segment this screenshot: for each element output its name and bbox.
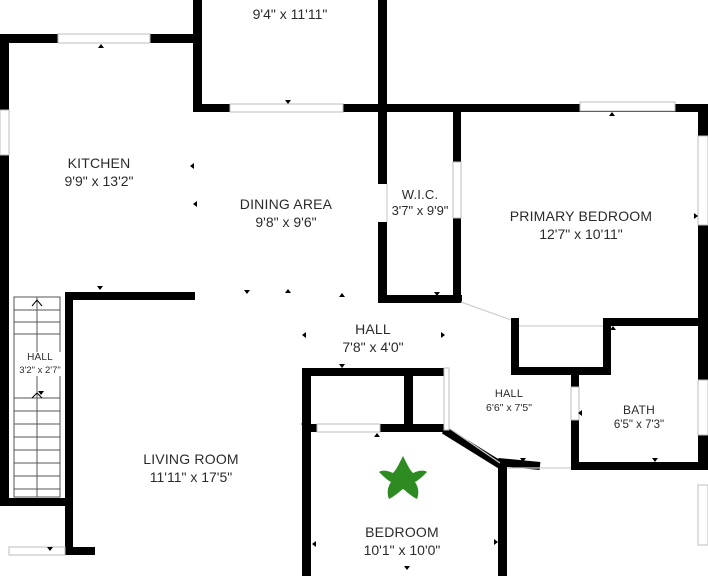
room-name: PRIMARY BEDROOM (509, 208, 653, 224)
room-name: HALL (27, 352, 53, 363)
room-dimensions: 6'6" x 7'5" (486, 401, 532, 414)
room-label-kitchen: KITCHEN 9'9" x 13'2" (65, 155, 134, 190)
room-name: HALL (494, 388, 524, 400)
room-label-living-room: LIVING ROOM 11'11" x 17'5" (143, 451, 239, 486)
room-dimensions: 6'5" x 7'3" (613, 419, 665, 431)
room-dimensions: 10'1" x 10'0" (363, 541, 441, 558)
dimension-markers (38, 44, 698, 570)
room-label-bedroom: BEDROOM 10'1" x 10'0" (364, 524, 441, 559)
room-name: BEDROOM (365, 524, 439, 540)
room-label-top: 9'4" x 11'11" (253, 6, 328, 24)
room-name: HALL (355, 321, 391, 337)
room-label-hall-main: HALL 7'8" x 4'0" (342, 321, 403, 356)
room-dimensions: 9'9" x 13'2" (64, 172, 134, 189)
room-label-primary-bedroom: PRIMARY BEDROOM 12'7" x 10'11" (510, 208, 653, 243)
room-label-bath: BATH 6'5" x 7'3" (614, 403, 664, 432)
room-dimensions: 12'7" x 10'11" (539, 225, 623, 242)
stairs-icon (13, 296, 61, 498)
room-name: DINING AREA (239, 196, 333, 212)
diagonal-walls (441, 426, 541, 470)
room-dimensions: 9'8" x 9'6" (255, 213, 317, 230)
room-name: KITCHEN (67, 155, 131, 171)
room-name: LIVING ROOM (143, 451, 239, 467)
windows (0, 33, 708, 556)
room-name: BATH (623, 403, 655, 417)
room-label-hall-stairs: HALL 3'2" x 2'7" (19, 352, 61, 377)
room-label-hall-right: HALL 6'6" x 7'5" (486, 388, 532, 415)
room-name: W.I.C. (401, 187, 439, 202)
room-dimensions: 3'2" x 2'7" (19, 364, 61, 376)
room-dimensions: 3'7" x 9'9" (391, 203, 449, 219)
room-dimensions: 11'11" x 17'5" (149, 468, 233, 485)
room-label-dining-area: DINING AREA 9'8" x 9'6" (240, 196, 332, 231)
room-label-wic: W.I.C. 3'7" x 9'9" (392, 187, 449, 220)
door-swings (386, 184, 603, 469)
room-dimensions: 7'8" x 4'0" (342, 338, 404, 355)
plant-icon (379, 456, 427, 499)
room-dimensions: 9'4" x 11'11" (252, 6, 328, 22)
